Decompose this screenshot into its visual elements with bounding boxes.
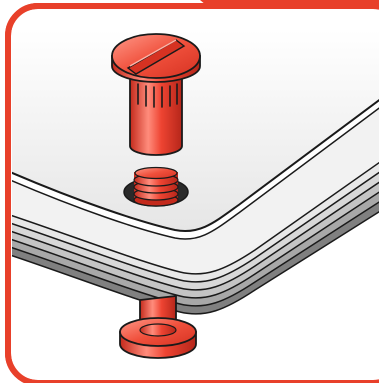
product-illustration: [0, 0, 379, 383]
illustration-svg: [0, 0, 379, 383]
